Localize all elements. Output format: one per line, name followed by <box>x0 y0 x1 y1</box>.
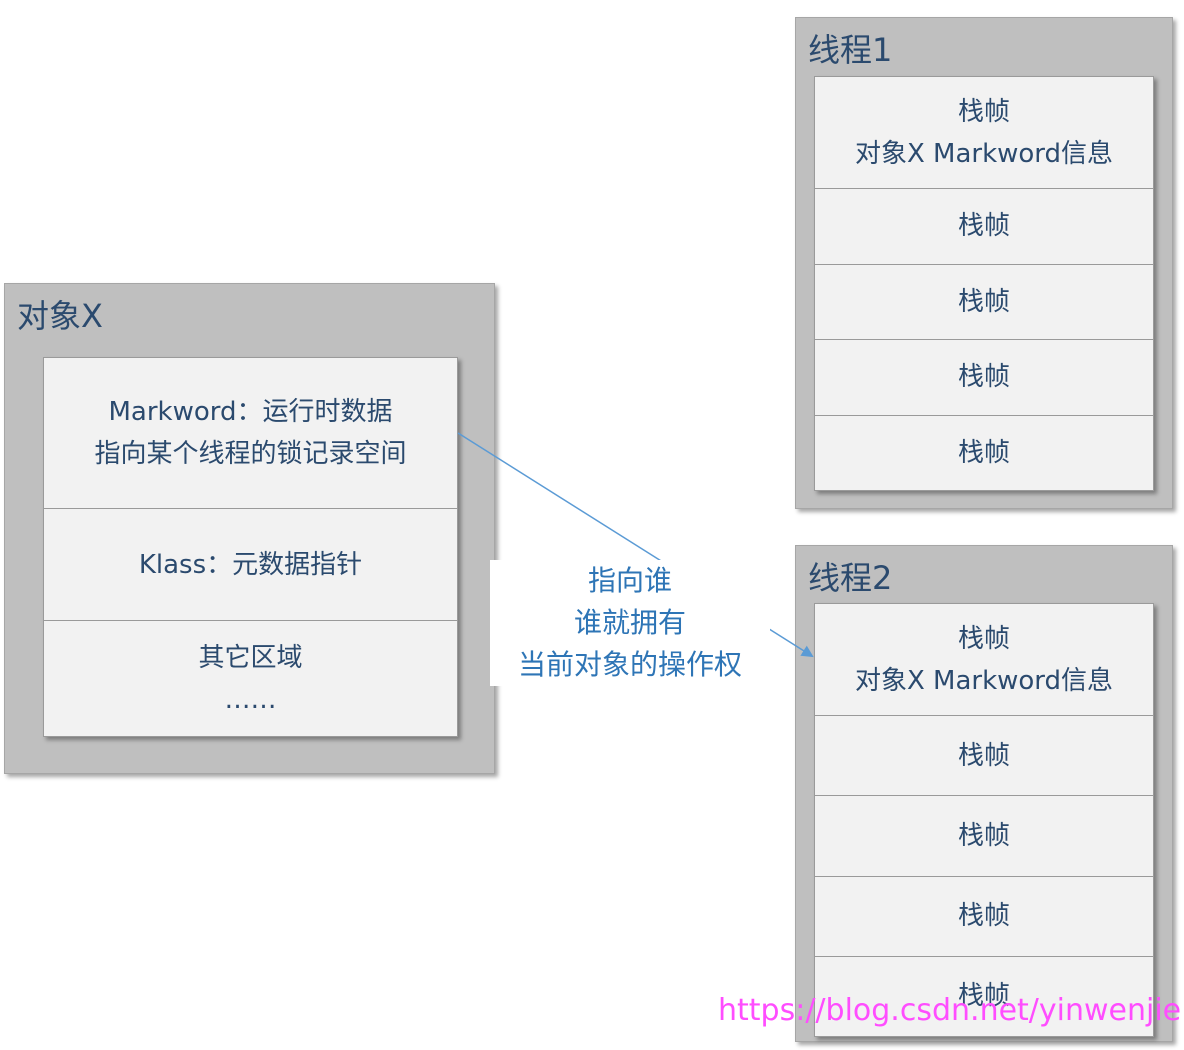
markword-field: Markword：运行时数据 指向某个线程的锁记录空间 <box>44 358 457 509</box>
note-line: 指向谁 <box>587 564 672 597</box>
thread-1-title: 线程1 <box>808 31 893 69</box>
object-x-title: 对象X <box>17 297 103 335</box>
stack-frame: 栈帧 <box>815 877 1153 957</box>
stack-frame-label: 栈帧 <box>957 623 1010 654</box>
thread-2-title: 线程2 <box>808 559 893 597</box>
stack-frame: 栈帧 对象X Markword信息 <box>815 604 1153 716</box>
other-region-ellipsis: …… <box>224 684 277 715</box>
object-x-fields: Markword：运行时数据 指向某个线程的锁记录空间 Klass：元数据指针 … <box>43 357 458 737</box>
thread-1-box: 线程1 栈帧 对象X Markword信息 栈帧 栈帧 栈帧 栈帧 <box>795 17 1173 509</box>
stack-frame-label: 栈帧 <box>957 437 1010 468</box>
thread-2-box: 线程2 栈帧 对象X Markword信息 栈帧 栈帧 栈帧 栈帧 <box>795 545 1173 1042</box>
stack-frame: 栈帧 <box>815 265 1153 340</box>
stack-frame: 栈帧 <box>815 957 1153 1036</box>
ownership-note: 指向谁 谁就拥有 当前对象的操作权 <box>490 560 770 686</box>
stack-frame-label: 栈帧 <box>957 820 1010 851</box>
stack-frame: 栈帧 <box>815 189 1153 265</box>
klass-label: Klass：元数据指针 <box>138 549 363 580</box>
thread-1-stack: 栈帧 对象X Markword信息 栈帧 栈帧 栈帧 栈帧 <box>814 76 1154 491</box>
stack-frame-label: 栈帧 <box>957 981 1010 1012</box>
klass-field: Klass：元数据指针 <box>44 509 457 621</box>
other-region-field: 其它区域 …… <box>44 621 457 736</box>
stack-frame-label: 栈帧 <box>957 740 1010 771</box>
stack-frame-markword-info: 对象X Markword信息 <box>854 138 1114 169</box>
thread-2-stack: 栈帧 对象X Markword信息 栈帧 栈帧 栈帧 栈帧 <box>814 603 1154 1037</box>
other-region-label: 其它区域 <box>198 642 303 673</box>
object-x-box: 对象X Markword：运行时数据 指向某个线程的锁记录空间 Klass：元数… <box>4 283 495 774</box>
stack-frame-label: 栈帧 <box>957 211 1010 242</box>
note-line: 谁就拥有 <box>573 606 686 639</box>
stack-frame: 栈帧 <box>815 416 1153 491</box>
stack-frame-label: 栈帧 <box>957 901 1010 932</box>
stack-frame-markword-info: 对象X Markword信息 <box>854 665 1114 696</box>
stack-frame: 栈帧 <box>815 796 1153 877</box>
stack-frame-label: 栈帧 <box>957 286 1010 317</box>
stack-frame-label: 栈帧 <box>957 362 1010 393</box>
stack-frame: 栈帧 <box>815 716 1153 797</box>
stack-frame: 栈帧 <box>815 340 1153 416</box>
markword-label: Markword：运行时数据 <box>108 397 393 427</box>
stack-frame-label: 栈帧 <box>957 96 1010 127</box>
stack-frame: 栈帧 对象X Markword信息 <box>815 77 1153 189</box>
note-line: 当前对象的操作权 <box>517 648 742 681</box>
watermark: https://blog.csdn.net/yinwenjie <box>718 993 1182 1028</box>
markword-description: 指向某个线程的锁记录空间 <box>94 439 407 469</box>
